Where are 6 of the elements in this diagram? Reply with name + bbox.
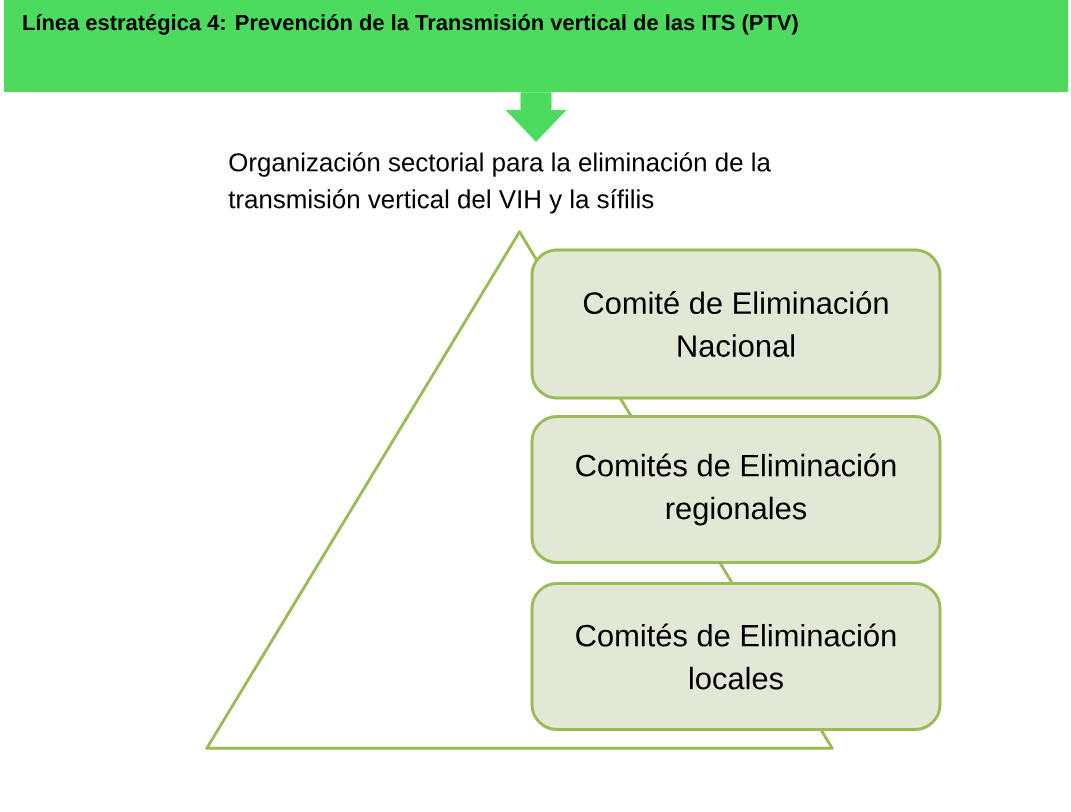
rounded-box: Comités de Eliminación locales [530, 582, 942, 731]
title-banner: Línea estratégica 4: Prevención de la Transmisión vertical de las ITS (PTV) [4, 0, 1068, 92]
rounded-box: Comités de Eliminación regionales [530, 415, 942, 564]
heading-text: Organización sectorial para la eliminación de la transmisión vertical del VIH y la sífilis [228, 152, 771, 214]
block-arrow [505, 92, 567, 142]
rounded-box: Comité de Eliminación Nacional [530, 248, 942, 400]
